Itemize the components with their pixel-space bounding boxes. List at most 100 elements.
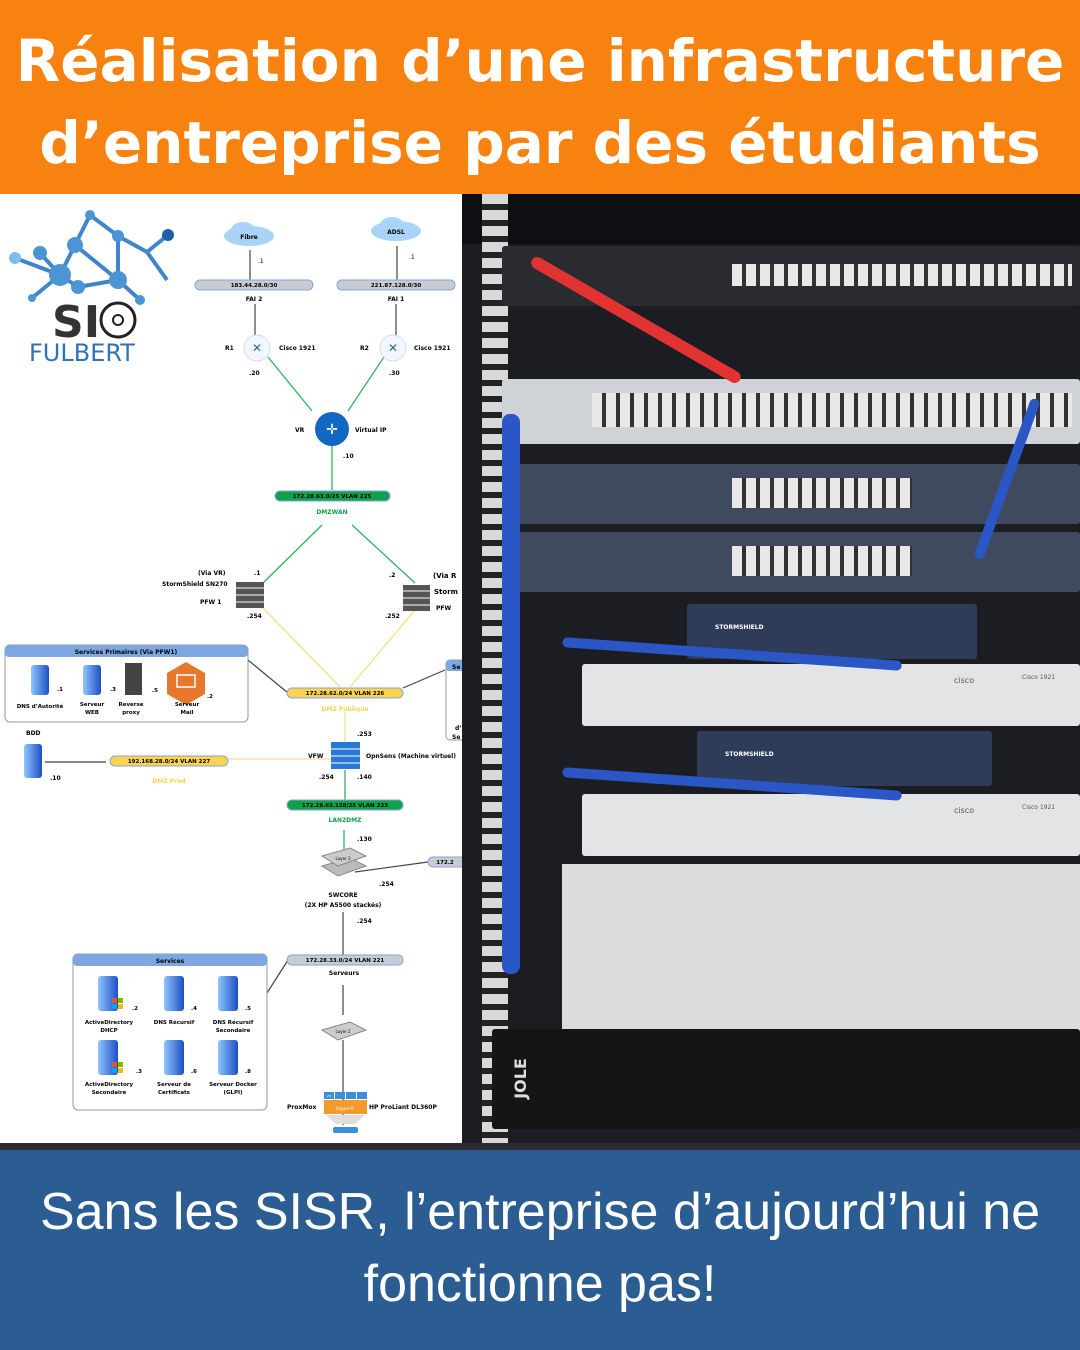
service-label: Mail: [181, 710, 194, 716]
footer-line1: Sans les SISR, l’entreprise d’aujourd’hu…: [39, 1183, 1041, 1241]
service-label: Secondaire: [216, 1028, 251, 1034]
ip-label: .3: [110, 687, 116, 693]
ip-label: .140: [357, 774, 372, 781]
fw1-via: (Via VR): [198, 570, 226, 577]
model-label: Cisco 1921: [1022, 804, 1056, 811]
server-icon: [164, 976, 184, 1011]
net-partial: 172.2: [436, 860, 454, 866]
service-label: Serveur: [175, 702, 200, 708]
ip-label: .30: [389, 370, 400, 377]
hypervisor-label: Hyper-V: [336, 1106, 355, 1112]
net-dmzprod: 192.168.28.0/24 VLAN 227: [128, 759, 210, 765]
net-fai1: 221.87.128.0/30: [371, 283, 422, 289]
hypervisor-icon: VM Hyper-V: [324, 1092, 367, 1133]
router-icon: ✕: [243, 334, 271, 362]
ip-label: .254: [319, 774, 334, 781]
bdd-label: BDD: [26, 730, 41, 737]
cisco-router-1: cisco Cisco 1921: [582, 664, 1080, 726]
switch-layer-label: Layer 3: [336, 856, 351, 861]
partial-text: d’: [455, 725, 462, 732]
footer-line2: fonctionne pas!: [363, 1255, 717, 1313]
ip-label: .5: [152, 688, 158, 694]
fai1-label: FAI 1: [388, 296, 405, 303]
r2-model: Cisco 1921: [414, 345, 451, 352]
brand-label: cisco: [954, 806, 975, 815]
cloud-fibre: Fibre: [240, 234, 257, 241]
r2-label: R2: [360, 345, 369, 352]
lan2dmz-label: LAN2DMZ: [329, 817, 363, 824]
switch-icon: Layer 2: [320, 1021, 368, 1041]
ip-label: .3: [136, 1069, 142, 1075]
ip-label: .8: [245, 1069, 251, 1075]
proxy-server-icon: [125, 663, 142, 695]
r1-model: Cisco 1921: [279, 345, 316, 352]
dmzwan-label: DMZWAN: [316, 509, 347, 516]
service-label: Reverse: [119, 702, 144, 708]
logo: SI FULBERT: [9, 210, 174, 367]
ip-label: .6: [191, 1069, 197, 1075]
stormshield-firewall-2: STORMSHIELD: [697, 731, 992, 786]
rack-back-panel: [562, 864, 1080, 1034]
net-fai2: 183.44.28.0/30: [231, 283, 278, 289]
vfw-model: OpnSens (Machine virtuel): [366, 753, 456, 760]
ip-label: .130: [357, 836, 372, 843]
virtual-firewall-icon: [331, 742, 360, 769]
vr-label: VR: [295, 427, 305, 434]
fw2-label: PFW: [436, 605, 451, 612]
header-title-line1: Réalisation d’une infrastructure: [15, 27, 1065, 95]
serveurs-label: Serveurs: [329, 970, 360, 977]
r1-label: R1: [225, 345, 234, 352]
network-diagram: SI FULBERT Fibre ADSL .1 .1 1: [0, 194, 477, 1144]
ip-label: .5: [245, 1006, 251, 1012]
net-lan2dmz: 172.28.63.128/25 VLAN 223: [302, 803, 388, 809]
service-label: Serveur: [80, 702, 105, 708]
ip-label: .254: [247, 613, 262, 620]
ip-label: .252: [385, 613, 400, 620]
group-title: Services: [156, 958, 185, 965]
services-group: Services ActiveDirectory DHCP .2 DNS Réc…: [72, 953, 268, 1111]
services-primaires-group: Services Primaires (Via PFW1) DNS d’Auto…: [4, 644, 249, 723]
cloud-adsl: ADSL: [387, 229, 405, 236]
ip-label: .10: [50, 775, 61, 782]
dmzpub-label: DMZ Publique: [321, 706, 368, 713]
mail-server-icon: [167, 662, 205, 705]
net-pipes: [109, 279, 469, 966]
service-label: DNS d’Autorité: [17, 703, 64, 710]
ip-label: .253: [357, 731, 372, 738]
service-label: proxy: [122, 710, 140, 716]
ip-label: .4: [191, 1006, 197, 1012]
brand-label: cisco: [954, 676, 975, 685]
blue-cable: [502, 414, 520, 974]
ip-label: .254: [357, 918, 372, 925]
firewall-icon: [403, 585, 430, 611]
fw1-model: StormShield SN270: [162, 581, 228, 588]
service-label: Serveur de: [157, 1082, 191, 1088]
partial-title: Se: [452, 664, 460, 671]
ip-label: .2: [389, 572, 395, 579]
hp-switch-2: [512, 532, 1080, 592]
service-label: Certificats: [158, 1090, 191, 1096]
server-icon: [218, 1040, 238, 1075]
ip-label: .1: [409, 254, 415, 261]
server-rack-photo: STORMSHIELD cisco Cisco 1921 STORMSHIELD…: [462, 194, 1080, 1144]
database-server-icon: [24, 744, 42, 778]
service-label: WEB: [85, 710, 99, 716]
service-label: DNS Récursif: [154, 1019, 195, 1026]
partial-group: Se d’ Se: [445, 659, 477, 741]
fw1-label: PFW 1: [200, 599, 221, 606]
svg-text:✛: ✛: [326, 422, 338, 438]
firewall-icon: [236, 582, 264, 608]
brand-label: STORMSHIELD: [725, 751, 774, 758]
service-label: ActiveDirectory: [85, 1020, 134, 1026]
ip-label: .10: [343, 453, 354, 460]
server-icon: [31, 665, 49, 695]
proxmox-label: ProxMox: [287, 1104, 316, 1111]
net-serveurs: 172.28.33.0/24 VLAN 221: [306, 958, 385, 964]
divider: [0, 1143, 1080, 1150]
power-strip: JOLE: [492, 1029, 1080, 1129]
header-title-line2: d’entreprise par des étudiants: [39, 109, 1041, 177]
service-label: Serveur Docker: [209, 1082, 257, 1088]
ip-label: .2: [132, 1006, 138, 1012]
footer-banner: Sans les SISR, l’entreprise d’aujourd’hu…: [0, 1150, 1080, 1350]
fw2-via: (Via R: [433, 572, 457, 580]
